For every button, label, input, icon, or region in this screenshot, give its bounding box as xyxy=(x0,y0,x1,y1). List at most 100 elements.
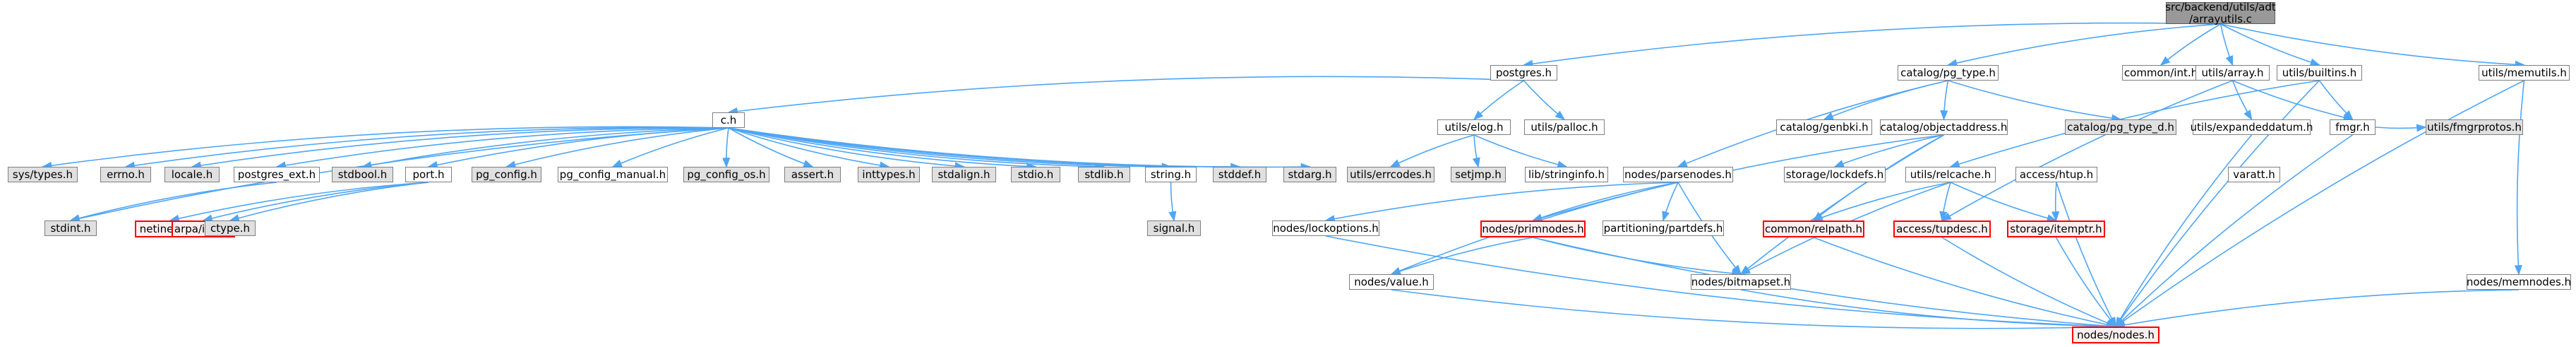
edge-port-to-ctype xyxy=(229,182,429,222)
edge-catalog-pg-type-to-catalog-objaddr xyxy=(1940,80,1949,121)
edge-c-h-to-postgres-ext xyxy=(275,127,729,170)
edge-utils-elog-to-lib-stringinfo xyxy=(1473,134,1568,169)
graph-node-stdint[interactable]: stdint.h xyxy=(44,220,97,236)
graph-node-locale[interactable]: locale.h xyxy=(164,167,220,182)
graph-node-utils-builtins[interactable]: utils/builtins.h xyxy=(2277,65,2362,81)
graph-node-nodes-primnodes[interactable]: nodes/primnodes.h xyxy=(1480,220,1586,237)
edge-c-h-to-stdio xyxy=(728,127,1037,171)
graph-node-varatt[interactable]: varatt.h xyxy=(2228,167,2280,182)
edge-c-h-to-stdalign xyxy=(728,127,966,170)
graph-node-fmgr[interactable]: fmgr.h xyxy=(2330,119,2376,135)
graph-node-postgres[interactable]: postgres.h xyxy=(1490,65,1557,81)
graph-node-string-h[interactable]: string.h xyxy=(1145,167,1197,182)
graph-node-catalog-pg-type[interactable]: catalog/pg_type.h xyxy=(1898,65,1999,81)
graph-node-catalog-objaddr[interactable]: catalog/objectaddress.h xyxy=(1880,119,2008,135)
edge-c-h-to-errno xyxy=(124,127,729,170)
edge-storage-itemptr-to-nodes-nodes xyxy=(2055,237,2116,328)
graph-node-common-int[interactable]: common/int.h xyxy=(2122,65,2200,81)
graph-node-postgres-ext[interactable]: postgres_ext.h xyxy=(234,167,320,182)
edge-utils-relcache-to-access-tupdesc xyxy=(1939,182,1951,222)
edge-utils-memutils-to-nodes-memnodes xyxy=(2514,80,2525,276)
graph-node-stddef[interactable]: stddef.h xyxy=(1213,167,1266,182)
edge-string-h-to-signal xyxy=(1168,182,1177,222)
edge-access-htup-to-nodes-nodes xyxy=(2056,182,2116,328)
edge-root-to-utils-memutils xyxy=(2220,23,2526,69)
edge-port-to-netinet-in xyxy=(169,182,429,223)
edge-c-h-to-pg-config-manual xyxy=(611,127,729,167)
edge-nodes-value-to-nodes-nodes xyxy=(1391,289,2117,331)
edge-nodes-lockoptions-to-nodes-nodes xyxy=(1325,235,2117,331)
edge-access-tupdesc-to-nodes-nodes xyxy=(1941,237,2117,327)
edge-common-relpath-to-nodes-nodes xyxy=(1813,237,2117,329)
graph-node-partitioning-part[interactable]: partitioning/partdefs.h xyxy=(1602,220,1724,236)
edge-utils-memutils-to-nodes-nodes xyxy=(2114,80,2524,327)
graph-node-nodes-lockoptions[interactable]: nodes/lockoptions.h xyxy=(1272,220,1379,236)
graph-node-catalog-pgtyped[interactable]: catalog/pg_type_d.h xyxy=(2065,119,2176,135)
edge-postgres-ext-to-stdint xyxy=(69,182,277,223)
edge-nodes-parsenodes-to-nodes-lockoptions xyxy=(1324,182,1679,223)
graph-node-pg-config-os[interactable]: pg_config_os.h xyxy=(683,167,769,182)
graph-node-pg-config[interactable]: pg_config.h xyxy=(472,167,541,182)
graph-node-utils-fmgrprotos[interactable]: utils/fmgrprotos.h xyxy=(2426,119,2523,135)
graph-node-inttypes[interactable]: inttypes.h xyxy=(858,167,920,182)
graph-node-sys-types[interactable]: sys/types.h xyxy=(8,167,78,182)
edge-c-h-to-inttypes xyxy=(728,127,890,170)
graph-node-c-h[interactable]: c.h xyxy=(712,112,745,128)
edge-catalog-pg-type-to-nodes-parsenodes xyxy=(1677,80,1948,167)
graph-node-nodes-nodes[interactable]: nodes/nodes.h xyxy=(2072,327,2159,343)
graph-node-catalog-genbki[interactable]: catalog/genbki.h xyxy=(1776,119,1872,135)
graph-node-storage-itemptr[interactable]: storage/itemptr.h xyxy=(2007,220,2105,237)
graph-node-nodes-value[interactable]: nodes/value.h xyxy=(1349,274,1434,290)
edge-utils-elog-to-utils-errcodes xyxy=(1389,134,1475,167)
graph-node-utils-relcache[interactable]: utils/relcache.h xyxy=(1905,167,1996,182)
graph-node-utils-memutils[interactable]: utils/memutils.h xyxy=(2479,65,2570,81)
graph-node-stdlib[interactable]: stdlib.h xyxy=(1078,167,1130,182)
graph-node-errno[interactable]: errno.h xyxy=(100,167,151,182)
edge-utils-builtins-to-utils-relcache xyxy=(1949,80,2320,168)
graph-node-utils-errcodes[interactable]: utils/errcodes.h xyxy=(1347,167,1434,182)
edge-root-to-utils-array xyxy=(2219,23,2234,66)
edge-c-h-to-locale xyxy=(191,127,729,170)
graph-node-access-htup[interactable]: access/htup.h xyxy=(2015,167,2097,182)
edge-fmgr-to-nodes-nodes xyxy=(2114,134,2353,328)
edge-nodes-parsenodes-to-nodes-primnodes xyxy=(1531,182,1679,222)
graph-node-utils-palloc[interactable]: utils/palloc.h xyxy=(1524,119,1605,135)
graph-node-signal[interactable]: signal.h xyxy=(1147,220,1201,236)
graph-node-lib-stringinfo[interactable]: lib/stringinfo.h xyxy=(1525,167,1608,182)
graph-node-utils-elog[interactable]: utils/elog.h xyxy=(1437,119,1511,135)
edge-c-h-to-string-h xyxy=(728,127,1173,171)
graph-node-pg-config-manual[interactable]: pg_config_manual.h xyxy=(558,167,668,182)
edge-catalog-pg-type-to-catalog-pgtyped xyxy=(1948,80,2122,122)
edge-c-h-to-stdint xyxy=(69,127,729,223)
graph-node-storage-lockdefs[interactable]: storage/lockdefs.h xyxy=(1784,167,1886,182)
edge-nodes-primnodes-to-nodes-bitmapset xyxy=(1533,237,1742,278)
edge-root-to-common-int xyxy=(2159,23,2221,66)
graph-node-stdalign[interactable]: stdalign.h xyxy=(932,167,996,182)
graph-node-ctype[interactable]: ctype.h xyxy=(205,220,256,236)
edge-utils-relcache-to-common-relpath xyxy=(1812,182,1951,221)
graph-node-stdbool[interactable]: stdbool.h xyxy=(332,167,393,182)
edge-catalog-objaddr-to-storage-lockdefs xyxy=(1833,134,1944,167)
graph-node-assert[interactable]: assert.h xyxy=(784,167,841,182)
edge-c-h-to-port xyxy=(427,127,729,169)
edge-catalog-objaddr-to-nodes-primnodes xyxy=(1531,134,1944,222)
graph-node-stdio[interactable]: stdio.h xyxy=(1011,167,1060,182)
graph-node-port[interactable]: port.h xyxy=(405,167,452,182)
graph-node-nodes-bitmapset[interactable]: nodes/bitmapset.h xyxy=(1691,274,1791,290)
edge-fmgr-to-utils-fmgrprotos xyxy=(2375,124,2427,132)
graph-node-nodes-memnodes[interactable]: nodes/memnodes.h xyxy=(2467,274,2571,290)
graph-node-nodes-parsenodes[interactable]: nodes/parsenodes.h xyxy=(1623,167,1733,182)
edge-catalog-objaddr-to-nodes-bitmapset xyxy=(1739,134,1944,276)
graph-node-access-tupdesc[interactable]: access/tupdesc.h xyxy=(1893,220,1991,237)
graph-node-stdarg[interactable]: stdarg.h xyxy=(1283,167,1336,182)
edge-c-h-to-sys-types xyxy=(41,126,729,170)
graph-node-utils-array[interactable]: utils/array.h xyxy=(2195,65,2270,81)
graph-node-utils-expandeddat[interactable]: utils/expandeddatum.h xyxy=(2191,119,2313,135)
graph-node-root[interactable]: src/backend/utils/adt /arrayutils.c xyxy=(2165,0,2276,25)
edge-postgres-to-utils-palloc xyxy=(1523,80,1566,121)
edge-nodes-memnodes-to-nodes-nodes xyxy=(2114,289,2520,329)
edge-utils-array-to-utils-expandeddat xyxy=(2231,80,2253,121)
graph-node-common-relpath[interactable]: common/relpath.h xyxy=(1763,220,1864,237)
graph-node-setjmp[interactable]: setjmp.h xyxy=(1451,167,1506,182)
